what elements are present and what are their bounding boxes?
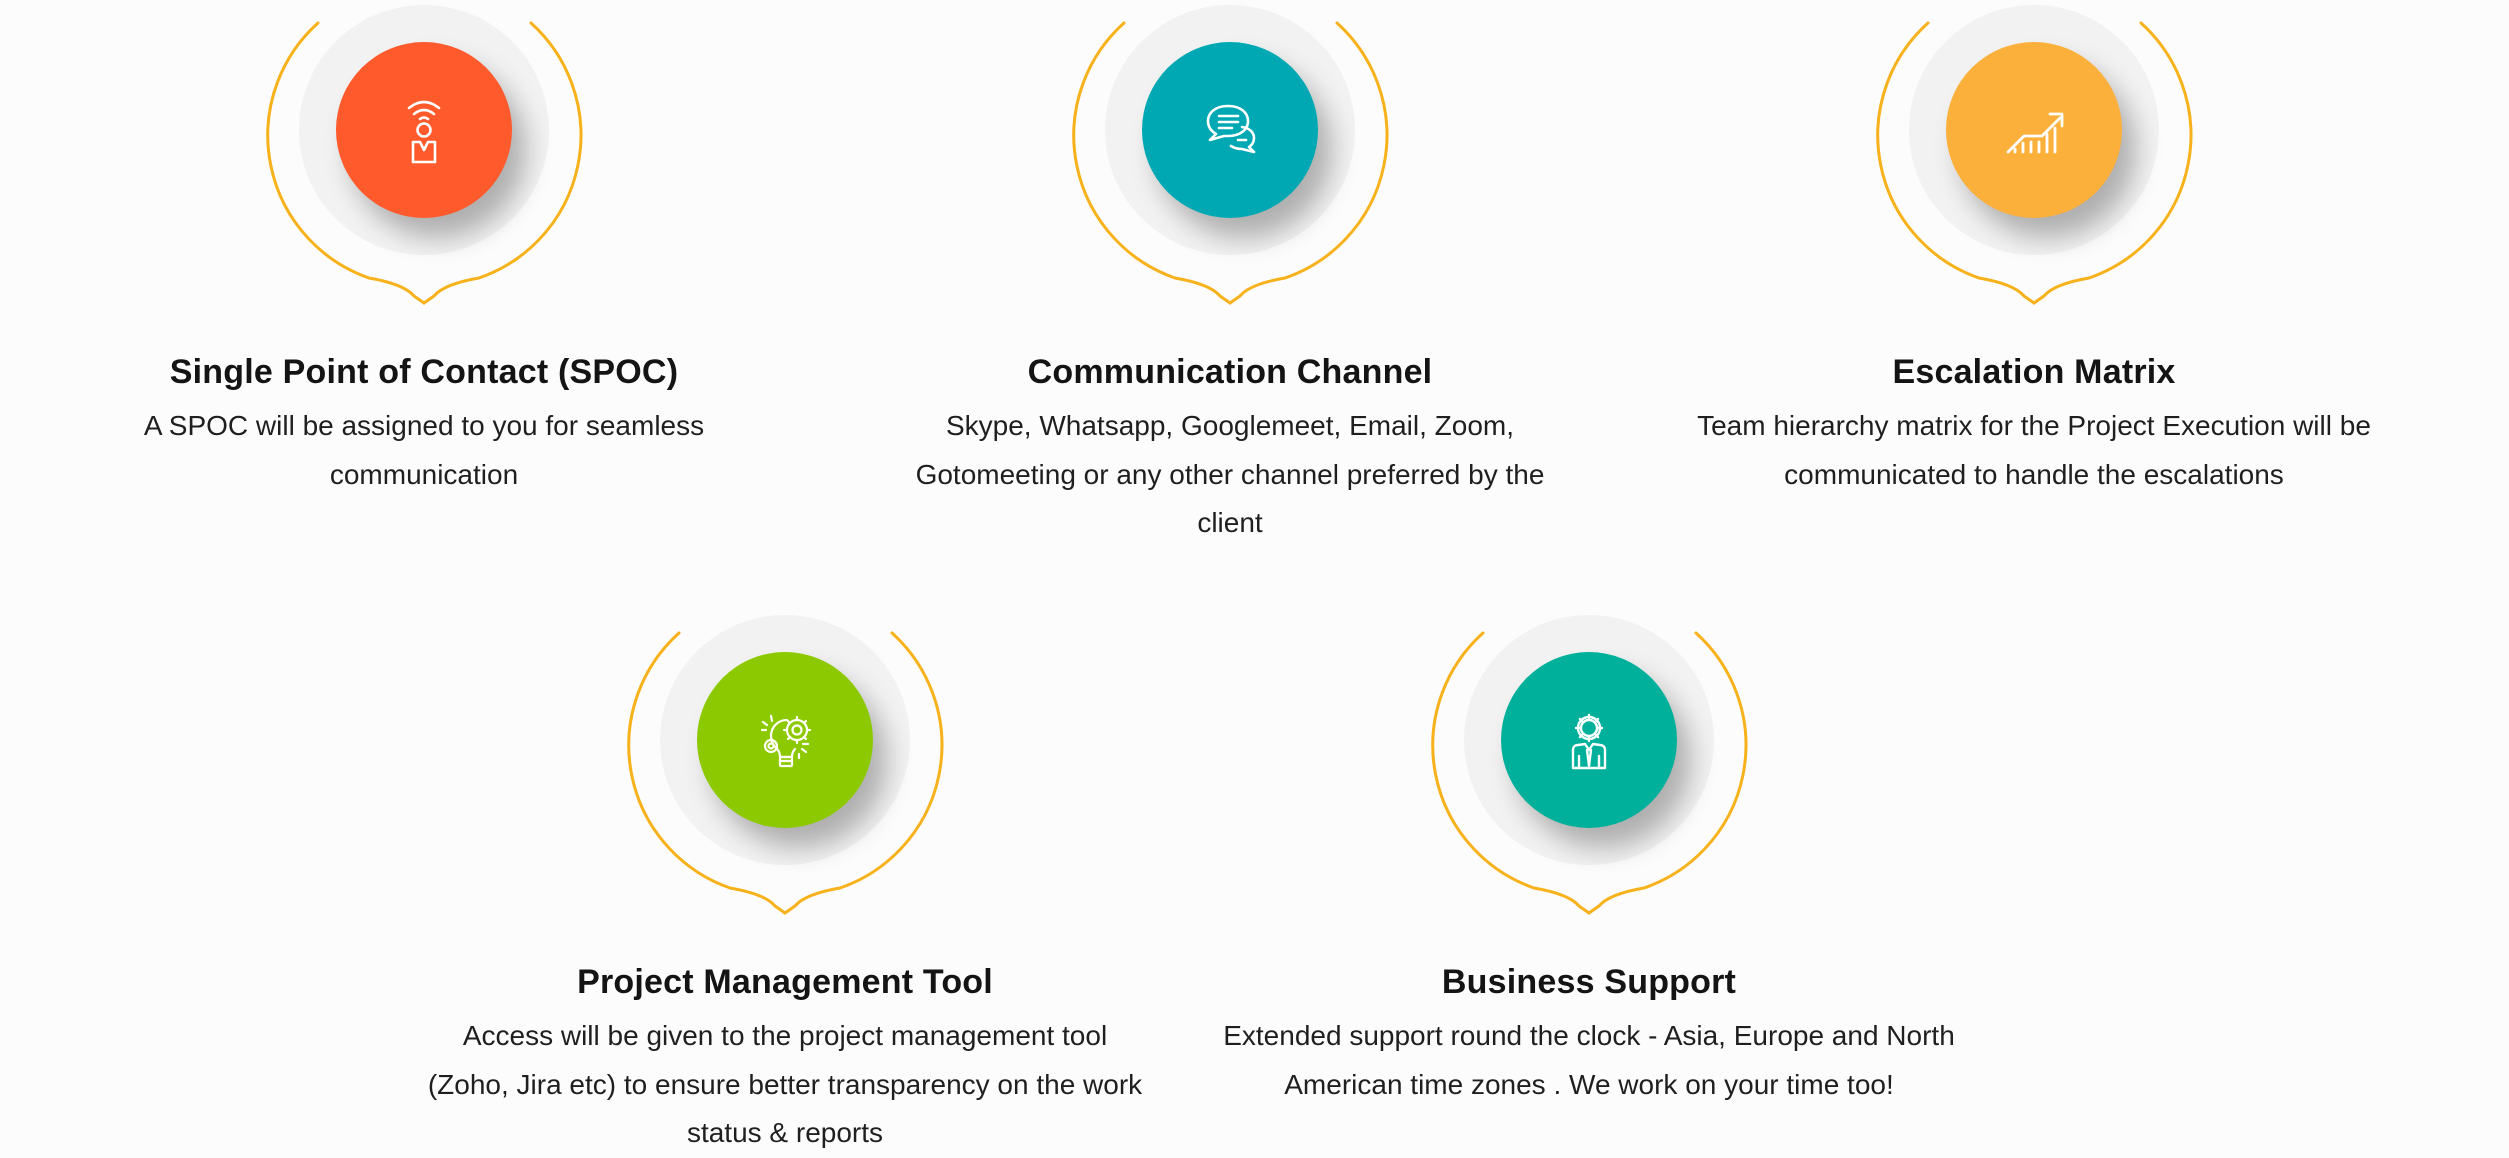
- feature-description: Access will be given to the project mana…: [427, 1020, 1143, 1148]
- person-signal-icon: [407, 100, 441, 164]
- icon-circle: [697, 652, 873, 828]
- feature-badge: [1874, 0, 2194, 310]
- feature-title: Communication Channel: [1027, 353, 1433, 391]
- bulb-gears-icon: [760, 714, 812, 768]
- feature-badge: [1429, 610, 1749, 920]
- feature-card-escalation: Escalation Matrix Team hierarchy matrix …: [1644, 0, 2424, 499]
- gold-ring-outline: [1072, 21, 1389, 305]
- feature-card-business-support: Business Support Extended support round …: [1199, 610, 1979, 1109]
- feature-card-communication: Communication Channel Skype, Whatsapp, G…: [870, 0, 1590, 548]
- feature-description: Skype, Whatsapp, Googlemeet, Email, Zoom…: [915, 410, 1545, 538]
- feature-description: Team hierarchy matrix for the Project Ex…: [1697, 410, 2371, 490]
- feature-title: Project Management Tool: [577, 963, 993, 1001]
- gold-ring-outline: [1876, 21, 2193, 305]
- chat-bubbles-icon: [1206, 104, 1256, 154]
- feature-card-project-management: Project Management Tool Access will be g…: [405, 610, 1165, 1158]
- feature-badge: [264, 0, 584, 310]
- icon-circle: [336, 42, 512, 218]
- feature-description: A SPOC will be assigned to you for seaml…: [143, 410, 705, 490]
- feature-card-spoc: Single Point of Contact (SPOC) A SPOC wi…: [64, 0, 784, 499]
- icon-circle: [1142, 42, 1318, 218]
- growth-chart-icon: [2006, 112, 2064, 154]
- gold-ring-outline: [266, 21, 583, 305]
- feature-badge: [1070, 0, 1390, 310]
- businessman-gear-icon: [1571, 713, 1607, 770]
- icon-circle: [1501, 652, 1677, 828]
- feature-badge: [625, 610, 945, 920]
- feature-title: Escalation Matrix: [1892, 353, 2176, 391]
- feature-title: Business Support: [1441, 963, 1737, 1001]
- gold-ring-outline: [627, 631, 944, 915]
- feature-description: Extended support round the clock - Asia,…: [1223, 1020, 1955, 1100]
- feature-title: Single Point of Contact (SPOC): [169, 353, 679, 391]
- gold-ring-outline: [1431, 631, 1748, 915]
- icon-circle: [1946, 42, 2122, 218]
